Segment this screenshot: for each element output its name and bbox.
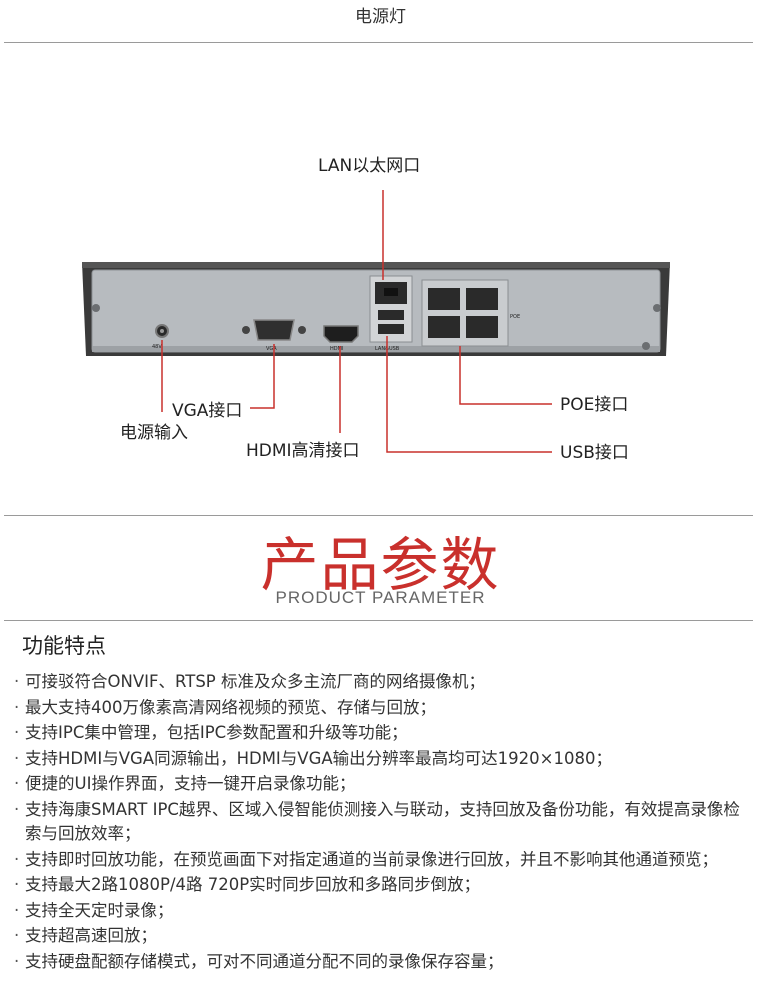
bullet-dot: · <box>14 875 20 894</box>
feature-item: · 便捷的UI操作界面，支持一键开启录像功能； <box>14 772 744 797</box>
power-rating-mark: 48V <box>152 344 162 350</box>
nvr-rear-panel-diagram: 48V VGA HDMI LAN&USB POE <box>82 156 670 463</box>
power-input-label: 电源输入 <box>120 423 188 443</box>
feature-text: 支持全天定时录像； <box>25 900 174 920</box>
feature-text: 支持硬盘配额存储模式，可对不同通道分配不同的录像保存容量； <box>25 951 504 971</box>
hdmi-port-mark: HDMI <box>330 346 343 352</box>
feature-item: · 支持超高速回放； <box>14 924 744 949</box>
lan-label: LAN以太网口 <box>318 156 420 176</box>
poe-ports: POE <box>421 279 520 347</box>
feature-text: 支持最大2路1080P/4路 720P实时同步回放和多路同步倒放； <box>25 875 481 894</box>
callout-lines <box>161 190 552 453</box>
feature-text: 支持超高速回放； <box>25 926 157 945</box>
bullet-dot: · <box>14 951 20 971</box>
bullet-dot: · <box>14 799 20 819</box>
feature-text: 最大支持400万像素高清网络视频的预览、存储与回放； <box>25 697 436 717</box>
hdmi-port: HDMI <box>323 325 359 352</box>
feature-item: ·支持HDMI与VGA同源输出，HDMI与VGA输出分辨率最高均可达1920×1… <box>14 747 744 772</box>
divider-middle <box>4 515 753 516</box>
bullet-dot: · <box>14 774 20 793</box>
lan-usb-block: LAN&USB <box>369 275 413 352</box>
feature-item: ·支持海康SMART IPC越界、区域入侵智能侦测接入与联动，支持回放及备份功能… <box>14 798 744 847</box>
vga-label: VGA接口 <box>172 401 242 421</box>
feature-text: 可接驳符合ONVIF、RTSP 标准及众多主流厂商的网络摄像机； <box>25 672 485 691</box>
bullet-dot: · <box>14 697 20 717</box>
bullet-dot: · <box>14 900 20 920</box>
feature-item: ·支持全天定时录像； <box>14 899 744 924</box>
feature-item: · 支持IPC集中管理，包括IPC参数配置和升级等功能； <box>14 721 744 746</box>
poe-label: POE接口 <box>560 395 628 415</box>
poe-port-mark: POE <box>510 314 520 320</box>
feature-text: 支持HDMI与VGA同源输出，HDMI与VGA输出分辨率最高均可达1920×10… <box>25 748 612 768</box>
bullet-dot: · <box>14 723 20 742</box>
feature-item: · 可接驳符合ONVIF、RTSP 标准及众多主流厂商的网络摄像机； <box>14 670 744 695</box>
features-list: ·可接驳符合ONVIF、RTSP 标准及众多主流厂商的网络摄像机； ·最大支持4… <box>14 670 744 975</box>
hdmi-label: HDMI高清接口 <box>246 441 360 461</box>
feature-item: · 支持最大2路1080P/4路 720P实时同步回放和多路同步倒放； <box>14 873 744 898</box>
vga-port-mark: VGA <box>266 346 277 352</box>
power-input-port: 48V <box>152 324 169 350</box>
bullet-dot: · <box>14 748 20 768</box>
product-parameter-title: 产品参数 <box>260 531 501 599</box>
power-light-caption: 电源灯 <box>355 7 406 27</box>
feature-item: ·支持即时回放功能，在预览画面下对指定通道的当前录像进行回放，并且不影响其他通道… <box>14 848 744 873</box>
divider-top <box>4 42 753 43</box>
feature-text: 便捷的UI操作界面，支持一键开启录像功能； <box>25 774 356 793</box>
poe-callout-line <box>459 346 552 405</box>
bullet-dot: · <box>14 849 20 869</box>
usb-callout-line <box>386 336 552 453</box>
feature-item: ·支持硬盘配额存储模式，可对不同通道分配不同的录像保存容量； <box>14 950 744 975</box>
usb-label: USB接口 <box>560 443 629 463</box>
bullet-dot: · <box>14 926 20 945</box>
feature-text: 支持即时回放功能，在预览画面下对指定通道的当前录像进行回放，并且不影响其他通道预… <box>25 849 718 869</box>
divider-lower <box>4 620 753 621</box>
vga-callout-line <box>250 344 275 409</box>
product-parameter-subtitle: PRODUCT PARAMETER <box>275 588 486 607</box>
features-heading: 功能特点 <box>22 634 106 658</box>
vga-port: VGA <box>242 319 306 352</box>
feature-item: ·最大支持400万像素高清网络视频的预览、存储与回放； <box>14 696 744 721</box>
feature-text: 支持IPC集中管理，包括IPC参数配置和升级等功能； <box>25 723 408 742</box>
feature-text: 支持海康SMART IPC越界、区域入侵智能侦测接入与联动，支持回放及备份功能，… <box>25 799 740 844</box>
bullet-dot: · <box>14 672 20 691</box>
